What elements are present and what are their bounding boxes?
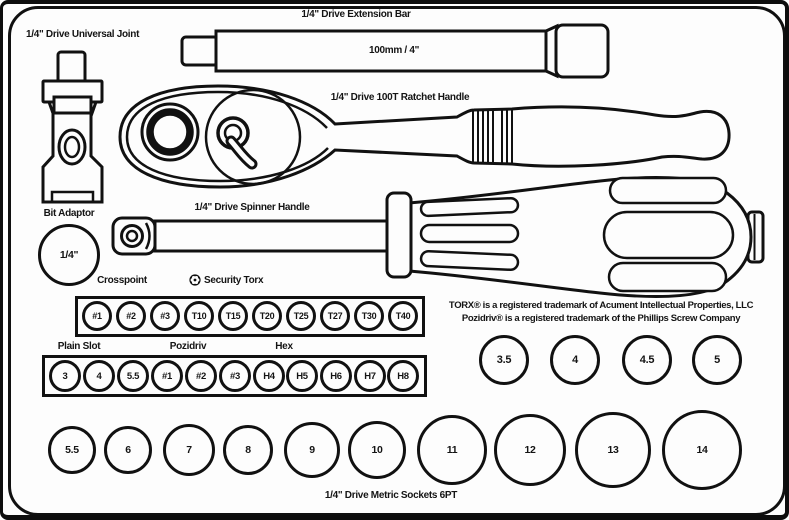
crosspoint-label: Crosspoint [97,275,147,286]
bit-circle: H4 [253,360,285,392]
socket-circle: 4 [550,335,600,385]
bit-circle: H6 [320,360,352,392]
bit-circle: T10 [184,301,214,331]
security-torx-text: Security Torx [204,274,264,286]
bit-circle: 5.5 [117,360,149,392]
bit-circle: T15 [218,301,248,331]
trademark-line1: TORX® is a registered trademark of Acume… [448,300,754,311]
pozidriv-label: Pozidriv [169,341,207,352]
socket-circle: 12 [494,414,566,486]
universal-joint-drawing [41,50,104,204]
bit-circle: #1 [82,301,112,331]
bit-circle: #3 [150,301,180,331]
spinner-handle-drawing [111,216,390,256]
hex-label: Hex [275,341,293,352]
bit-circle: #2 [185,360,217,392]
socket-circle: 10 [348,421,406,479]
security-torx-icon [189,274,201,286]
bit-circle: H8 [387,360,419,392]
socket-circle: 9 [284,422,340,478]
socket-circle: 5.5 [48,426,96,474]
bit-circle: H7 [354,360,386,392]
socket-circle: 13 [575,412,651,488]
trademark-notice: TORX® is a registered trademark of Acume… [425,300,777,325]
bit-adaptor-label: Bit Adaptor [43,208,95,219]
bit-circle: #2 [116,301,146,331]
bit-circle: T27 [320,301,350,331]
extension-bar-drawing [180,23,610,79]
bit-circle: T30 [354,301,384,331]
bit-circle: #1 [151,360,183,392]
bit-adaptor-circle: 1/4" [38,224,100,286]
bit-circle: 4 [83,360,115,392]
ratchet-handle-label: 1/4" Drive 100T Ratchet Handle [330,92,470,103]
metric-sockets-label: 1/4" Drive Metric Sockets 6PT [324,490,458,501]
bit-circle: 3 [49,360,81,392]
plain-slot-label: Plain Slot [57,341,101,352]
spinner-handle-label: 1/4" Drive Spinner Handle [194,202,310,213]
extension-bar-label: 1/4" Drive Extension Bar [301,9,411,20]
security-torx-label: Security Torx [189,274,264,286]
bit-driver-handle-drawing [385,175,765,299]
socket-circle: 8 [223,425,273,475]
bit-circle: T40 [388,301,418,331]
trademark-line2: Pozidriv® is a registered trademark of t… [461,312,741,324]
socket-circle: 4.5 [622,335,672,385]
socket-circle: 11 [417,415,487,485]
socket-circle: 7 [163,424,215,476]
ratchet-drawing [118,84,731,189]
universal-joint-label: 1/4" Drive Universal Joint [26,29,140,40]
bit-circle: H5 [286,360,318,392]
extension-bar-length-label: 100mm / 4" [368,45,420,56]
socket-circle: 14 [662,410,742,490]
socket-circle: 6 [104,426,152,474]
bit-circle: T25 [286,301,316,331]
bit-circle: #3 [219,360,251,392]
bit-circle: T20 [252,301,282,331]
socket-circle: 5 [692,335,742,385]
socket-circle: 3.5 [479,335,529,385]
